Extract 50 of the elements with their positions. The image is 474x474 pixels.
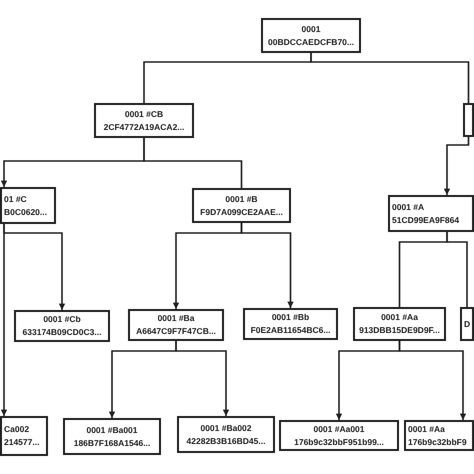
hash-value: 186B7F168A1546... [74,436,150,450]
connector-arrow [175,341,230,416]
node-id: 0001 #A [392,200,424,214]
node-id: 0001 #Ba001 [86,424,138,436]
node-id: 0001 #Bb [272,311,310,324]
node-id: 0001 #Aa001 [313,422,365,436]
connector-arrow [398,341,466,420]
node-id: 0001 #Aa [381,311,418,324]
hash-node-box [128,309,224,341]
hash-node-box [177,416,275,453]
node-id: 0001 [302,22,320,36]
connector-arrow [240,223,294,308]
hash-node-box [94,103,194,138]
hash-value: B0C0620... [4,206,47,218]
hash-node-box [388,195,474,232]
hash-node-box [261,18,361,53]
hash-value: F9D7A099CE2AAE... [200,206,283,218]
hash-value: 42282B3B16BD45... [186,434,266,448]
hash-node-box [279,420,399,451]
node-id: 0001 #B [225,192,258,206]
hash-value: A6647C9F7F47CB... [136,325,216,338]
node-id: D [464,318,470,330]
hash-node-box [192,188,291,223]
hash-node-box [243,308,338,340]
hash-node-box [460,307,474,341]
hash-node-box [14,310,110,342]
hash-value: 214577... [4,436,40,449]
hash-value: 633174B09CD0C3... [22,326,102,339]
hash-node-box [404,420,474,451]
node-id: 0001 #Cb [43,313,81,326]
hash-value: 176b9c32bbF9 [408,436,467,448]
node-id: Ca002 [4,423,30,436]
hash-value: 176b9c32bbF951b99... [294,436,384,448]
hash-value: 51CD99EA9F864 [392,214,460,226]
node-id: 0001 #Ba002 [200,422,252,434]
node-id: 0001 #Ba [158,312,194,325]
node-id: 01 #C [4,192,27,206]
connector-arrow [0,224,8,416]
hash-node-box [63,418,161,455]
hash-value: 00BDCCAEDCFB70... [268,36,354,48]
hash-value: F0E2AB11654BC6... [250,324,330,337]
hash-value: 2CF4772A19ACA2... [104,120,184,134]
hash-node-box [0,187,56,224]
connector-arrow [444,137,470,195]
hash-node-box [353,307,446,341]
node-id: 0001 #Aa [408,422,445,436]
hash-node-box [0,416,48,456]
hash-node-box [463,103,474,137]
hash-value: 913DBB15DE9D9F... [359,324,440,337]
node-id: 0001 #CB [124,108,164,120]
